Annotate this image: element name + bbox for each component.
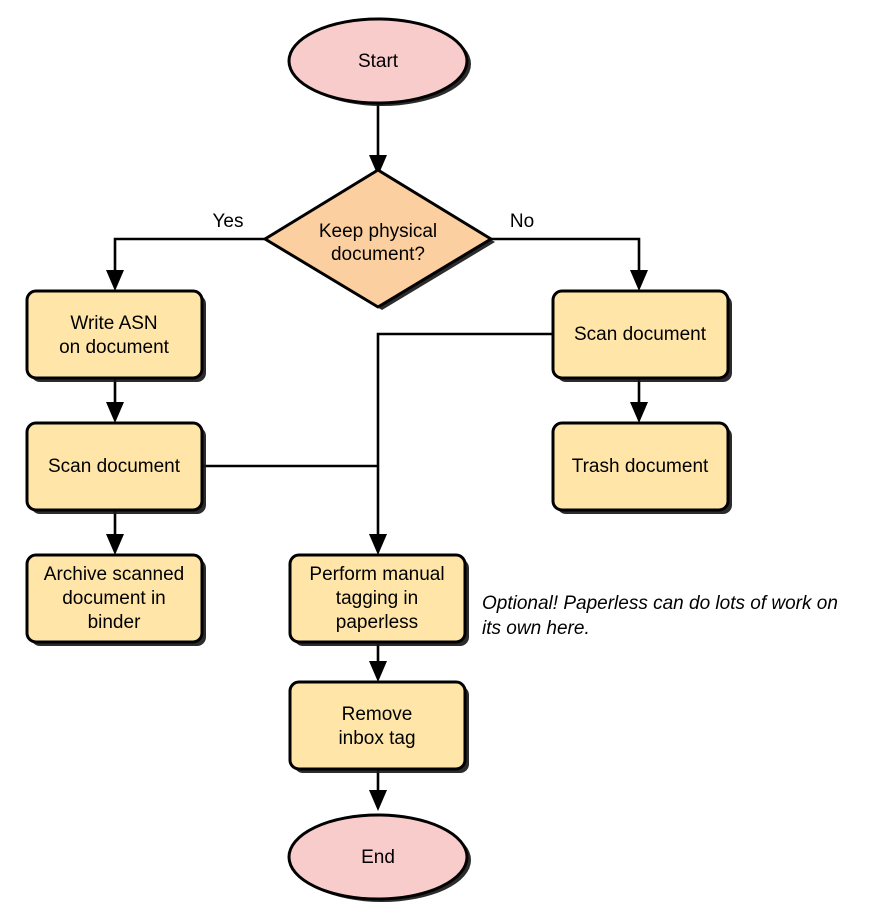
annotation-optional-note: Optional! Paperless can do lots of work … [482, 593, 838, 639]
node-scan-document-left[interactable]: Scan document [25, 421, 206, 514]
node-remove-inbox-tag[interactable]: Remove inbox tag [288, 680, 469, 773]
node-tagging-label-line1: Perform manual [309, 564, 444, 585]
edge-scanright-to-tagging [369, 332, 553, 555]
edge-decision-no [491, 237, 648, 291]
node-decision-keep-physical-document[interactable]: Keep physical document? [263, 168, 495, 310]
node-end[interactable]: End [287, 813, 471, 902]
node-scan-document-right-label: Scan document [574, 324, 707, 345]
node-scan-document-left-label: Scan document [48, 456, 181, 477]
edge-removetag-to-end [369, 770, 387, 811]
edge-scanright-to-trash [630, 378, 648, 423]
node-archive-label-line3: binder [88, 612, 141, 633]
edge-tagging-to-removetag [369, 644, 387, 682]
node-remove-inbox-tag-label-line2: inbox tag [338, 728, 415, 749]
node-perform-manual-tagging[interactable]: Perform manual tagging in paperless [288, 553, 469, 646]
node-trash-document[interactable]: Trash document [551, 421, 732, 514]
node-archive-label-line1: Archive scanned [44, 564, 184, 585]
annotation-note-line1: Optional! Paperless can do lots of work … [482, 593, 838, 614]
node-write-asn-label-line2: on document [59, 337, 170, 358]
edge-decision-yes [106, 237, 265, 291]
node-archive-label-line2: document in [62, 588, 166, 609]
node-end-label: End [361, 847, 395, 868]
node-trash-document-label: Trash document [572, 456, 709, 477]
node-decision-label-line2: document? [331, 244, 425, 265]
node-decision-label-line1: Keep physical [319, 221, 437, 242]
edge-scanleft-to-archive [106, 510, 124, 555]
edge-label-no: No [510, 211, 534, 232]
node-start[interactable]: Start [287, 17, 471, 106]
node-write-asn-label-line1: Write ASN [70, 313, 157, 334]
node-scan-document-right[interactable]: Scan document [551, 289, 732, 382]
node-tagging-label-line3: paperless [336, 612, 418, 633]
node-archive-scanned-document[interactable]: Archive scanned document in binder [25, 553, 206, 646]
node-write-asn-on-document[interactable]: Write ASN on document [25, 289, 206, 382]
edge-label-yes: Yes [213, 211, 244, 232]
node-tagging-label-line2: tagging in [336, 588, 418, 609]
node-remove-inbox-tag-label-line1: Remove [342, 704, 413, 725]
edge-start-to-decision [369, 102, 387, 176]
annotation-note-line2: its own here. [482, 618, 590, 639]
edge-writeasn-to-scanleft [106, 378, 124, 423]
node-start-label: Start [358, 51, 399, 72]
